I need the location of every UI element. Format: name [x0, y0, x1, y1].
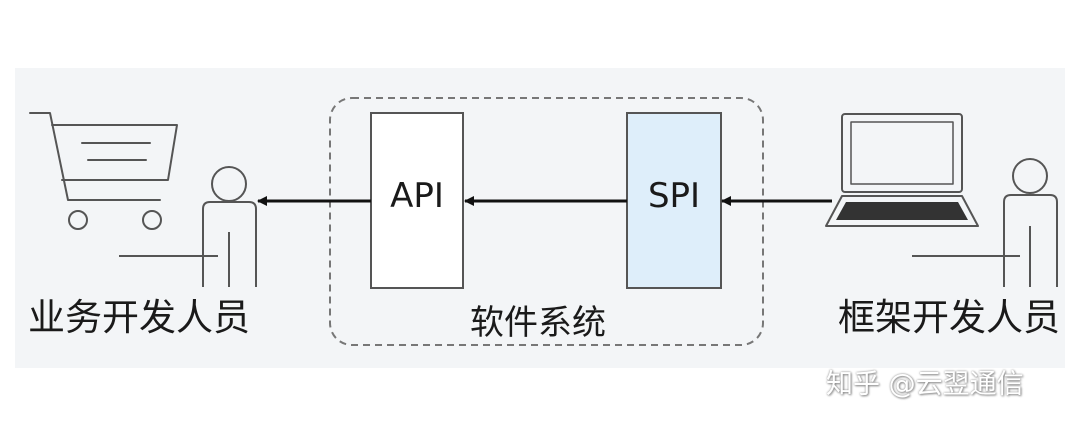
framework-developer-label: 框架开发人员: [838, 296, 1060, 339]
business-developer-label: 业务开发人员: [28, 296, 250, 339]
person-icon: [119, 166, 257, 287]
software-system-boundary: [329, 97, 764, 346]
person-icon: [912, 158, 1058, 287]
api-box: [370, 112, 464, 289]
shopping-cart-icon: [29, 112, 178, 230]
software-system-label: 软件系统: [470, 303, 606, 343]
api-label: API: [390, 176, 444, 216]
spi-label: SPI: [647, 176, 701, 216]
laptop-icon: [825, 113, 979, 227]
spi-box: [626, 112, 722, 289]
zhihu-watermark: 知乎 @云翌通信: [826, 369, 1024, 400]
